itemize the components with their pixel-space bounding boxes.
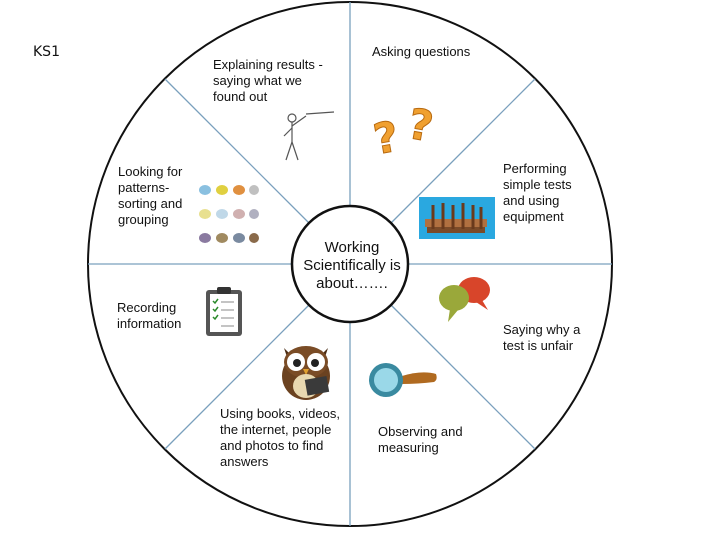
question-marks-icon: ? ? [370,98,437,160]
test-tube-rack-icon [419,197,495,239]
label-recording: Recording information [117,300,182,331]
owl-reading-icon [282,346,330,400]
svg-text:?: ? [404,99,437,151]
birds-grid-icon [199,185,259,243]
label-asking-questions: Asking questions [372,44,471,59]
speech-bubbles-icon [439,277,490,322]
label-unfair-test: Saying why a test is unfair [503,322,581,353]
label-performing-tests: Performing simple tests and using equipm… [503,161,572,224]
center-text: Working Scientifically is about……. [303,239,401,292]
magnifying-glass-icon [369,363,437,397]
segment-dividers [88,2,612,526]
label-patterns: Looking for patterns- sorting and groupi… [118,164,183,227]
clipboard-icon [206,287,242,336]
key-stage-label: KS1 [33,44,60,60]
label-explaining: Explaining results - saying what we foun… [213,57,323,104]
center-circle [290,204,410,324]
label-using-books: Using books, videos, the internet, peopl… [220,406,340,469]
svg-text:?: ? [370,112,402,160]
label-observing: Observing and measuring [378,424,463,455]
presenter-icon [283,111,335,161]
